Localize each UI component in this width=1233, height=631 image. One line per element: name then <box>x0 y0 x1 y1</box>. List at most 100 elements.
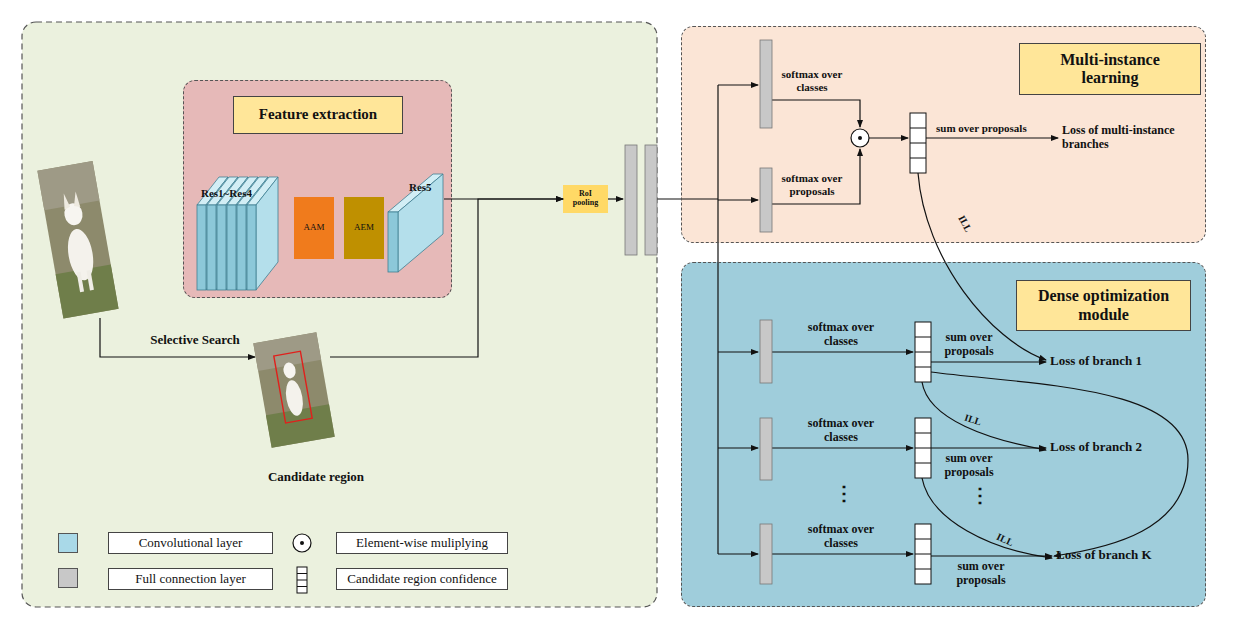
annotation-text: sum over proposals <box>938 331 1000 359</box>
ill-curve <box>922 478 1052 558</box>
node-label: AEM <box>354 223 374 233</box>
wires <box>608 85 1188 558</box>
panel-title: Dense optimization module <box>1024 287 1184 324</box>
dog-leg <box>86 270 93 290</box>
res5-block: Res5 <box>389 175 444 273</box>
photo-bg <box>37 161 118 318</box>
legend-text: Convolutional layer <box>139 535 243 551</box>
column-icon-cells <box>297 574 307 587</box>
ill-label: ILL <box>989 528 1021 551</box>
dog-body <box>283 379 305 417</box>
column <box>915 322 931 382</box>
annotation-text: softmax over classes <box>795 321 887 349</box>
slab-side <box>256 177 278 290</box>
attention-block: AAM <box>294 197 334 259</box>
multiply-symbol <box>851 129 869 147</box>
photo-grass <box>56 265 119 319</box>
connector <box>330 199 563 357</box>
candidate-photo <box>253 332 334 448</box>
dog-ear <box>62 193 71 210</box>
legend-swatch <box>58 533 78 553</box>
node-label: Res1~Res4 <box>201 187 281 200</box>
wire <box>718 84 758 85</box>
node-label: Candidate region <box>240 470 392 485</box>
dot <box>858 136 862 140</box>
photo-bg <box>253 332 334 448</box>
slab-front <box>237 205 246 290</box>
wire <box>772 553 913 554</box>
ill-label: ILL <box>953 208 977 240</box>
wire <box>931 361 1046 362</box>
ill-curve <box>922 382 1046 450</box>
annotation-text: sum over proposals <box>938 452 1000 480</box>
annotation-text: softmax over proposals <box>776 172 848 197</box>
wire <box>718 199 758 200</box>
annotation-text: softmax over classes <box>776 68 848 93</box>
candidate-image: Candidate region <box>258 335 330 445</box>
attention-block: AEM <box>344 197 384 259</box>
column-cells <box>915 433 931 463</box>
fc-bar <box>760 524 772 584</box>
legend-box: Full connection layer <box>108 568 273 590</box>
confidence-columns <box>910 113 931 584</box>
feature-panel: Feature extractionRes1~Res4AAM AEM Res5 <box>183 80 452 298</box>
res-stack: Res1~Res4 <box>198 178 280 291</box>
slab-front <box>217 205 226 290</box>
ill-label: ILL <box>957 410 989 430</box>
fc-layers <box>625 40 772 584</box>
dog-ear <box>72 191 81 208</box>
slab-front <box>197 205 206 290</box>
title-box: Feature extraction <box>233 96 403 134</box>
panel-title: Feature extraction <box>236 106 401 123</box>
multiply-dot <box>300 541 304 545</box>
column <box>910 113 926 173</box>
annotation-text: ⋮ <box>832 482 856 505</box>
connector <box>444 198 563 199</box>
wire <box>931 447 1046 448</box>
annotation-text: Loss of multi-instance branches <box>1062 124 1180 152</box>
slab-front <box>388 212 398 272</box>
wire <box>772 149 860 204</box>
proposal-box <box>274 351 312 423</box>
annotation-text: sum over proposals <box>936 122 1056 135</box>
node-label: Res5 <box>409 181 449 194</box>
panel-fill <box>22 22 657 607</box>
legend-swatch <box>58 568 78 588</box>
panel-fill <box>183 80 452 298</box>
wire <box>657 198 718 199</box>
annotation-text: Loss of branch K <box>1056 548 1186 563</box>
node-label: AAM <box>303 223 324 233</box>
column-cells <box>910 128 926 158</box>
slab-front <box>247 205 256 290</box>
column-cells <box>915 337 931 367</box>
fc-bar <box>645 145 657 255</box>
fc-bar <box>760 418 772 480</box>
annotation-text: ⋮ <box>968 484 992 507</box>
legend-text: Full connection layer <box>135 571 245 587</box>
fc-bar <box>760 320 772 383</box>
wire <box>718 553 758 554</box>
panel-fill <box>681 26 1206 243</box>
wire <box>718 447 758 448</box>
legend-box: Convolutional layer <box>108 532 273 554</box>
search-arrow <box>100 318 255 357</box>
column <box>915 418 931 478</box>
ill-curve <box>931 372 1188 556</box>
column-icon <box>297 567 307 593</box>
panel-title: Multi-instance learning <box>1040 51 1180 88</box>
column <box>915 524 931 584</box>
column-cells <box>915 539 931 569</box>
input-photo <box>37 161 118 318</box>
roi-pooling: RoI pooling <box>563 185 608 213</box>
ill-curve <box>918 173 1046 360</box>
wire <box>608 198 623 199</box>
wire <box>772 351 913 352</box>
annotation-text: Selective Search <box>140 333 250 348</box>
photo-bg <box>37 161 99 210</box>
legend-text: Element-wise muliplying <box>356 535 488 551</box>
legend-box: Candidate region confidence <box>336 568 508 590</box>
annotation-text: softmax over classes <box>795 417 887 445</box>
wire <box>869 137 908 138</box>
